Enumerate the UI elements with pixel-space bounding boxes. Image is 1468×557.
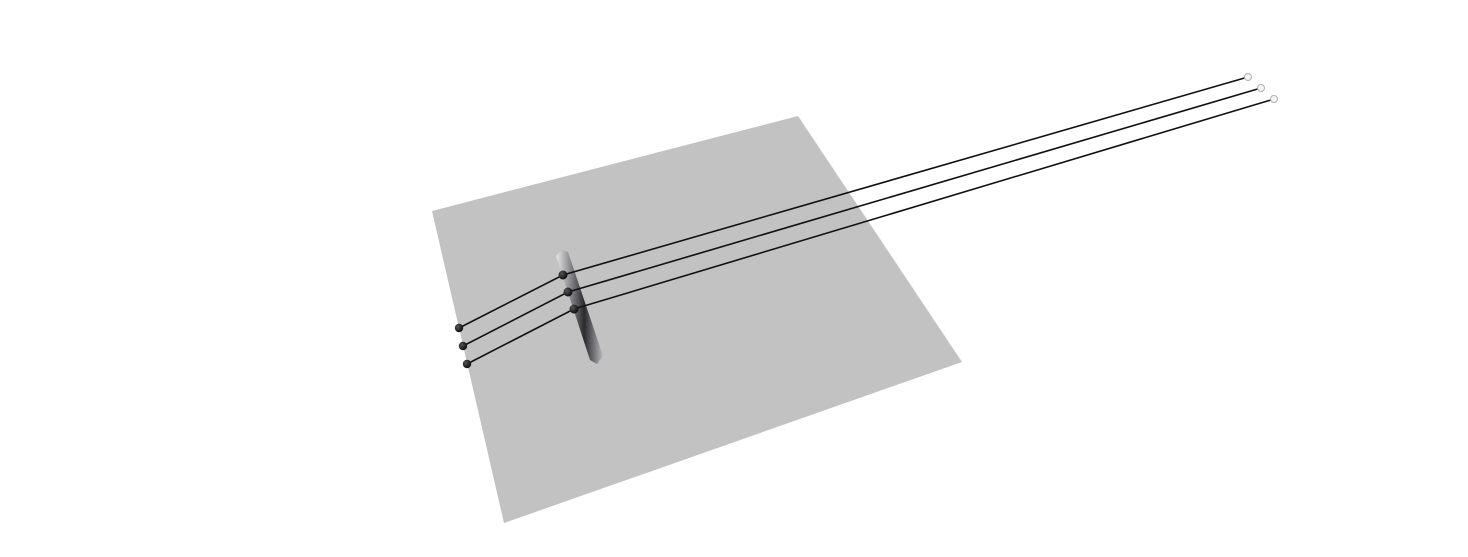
ground-plane [432,116,962,523]
end-marker [1257,84,1265,92]
ray-end-markers [1244,73,1278,103]
source-point [462,359,472,369]
source-point [458,341,468,351]
end-marker [1270,95,1278,103]
source-point [454,323,464,333]
ray-source-points [454,323,472,369]
hit-point [558,270,568,280]
hit-point [569,304,579,314]
lens-hit-points [558,270,579,314]
end-marker [1244,73,1252,81]
hit-point [563,287,573,297]
